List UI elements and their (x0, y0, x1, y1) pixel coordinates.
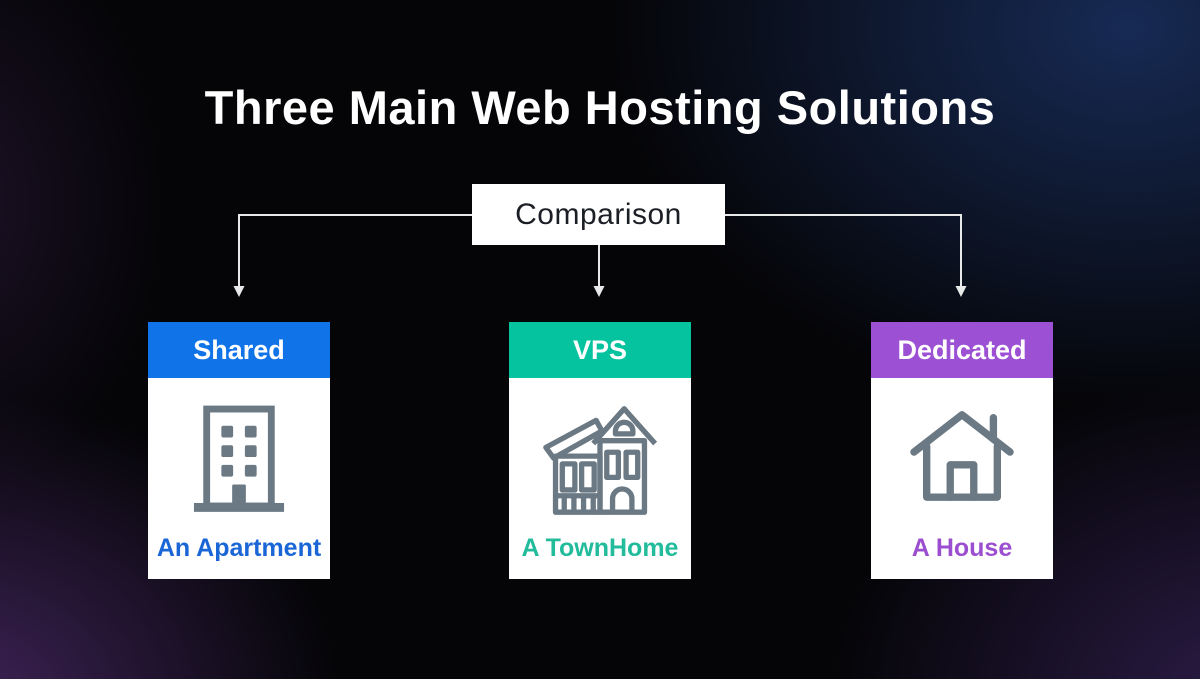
comparison-label: Comparison (515, 197, 682, 231)
card-shared: Shared An Apartment (148, 322, 330, 579)
connector-line-left (238, 214, 472, 288)
card-label-dedicated: A House (911, 534, 1013, 562)
card-header-dedicated: Dedicated (871, 322, 1053, 378)
page-title: Three Main Web Hosting Solutions (204, 81, 996, 134)
arrowhead-center (593, 286, 605, 297)
apartment-building-icon (193, 405, 285, 512)
arrowhead-right (955, 286, 967, 297)
connector-line-right (725, 214, 962, 288)
card-label-vps: A TownHome (521, 534, 679, 562)
card-vps: VPS (509, 322, 691, 579)
townhome-icon (543, 406, 658, 515)
connector-lines (238, 214, 962, 288)
card-body-vps: A TownHome (509, 378, 691, 579)
card-body-shared: An Apartment (148, 378, 330, 579)
card-dedicated: Dedicated A House (871, 322, 1053, 579)
card-header-vps: VPS (509, 322, 691, 378)
card-label-shared: An Apartment (156, 534, 322, 562)
card-header-shared: Shared (148, 322, 330, 378)
house-icon (910, 411, 1014, 501)
comparison-node: Comparison (472, 184, 725, 245)
connector-arrowheads (233, 286, 967, 297)
card-body-dedicated: A House (871, 378, 1053, 579)
arrowhead-left (233, 286, 245, 297)
